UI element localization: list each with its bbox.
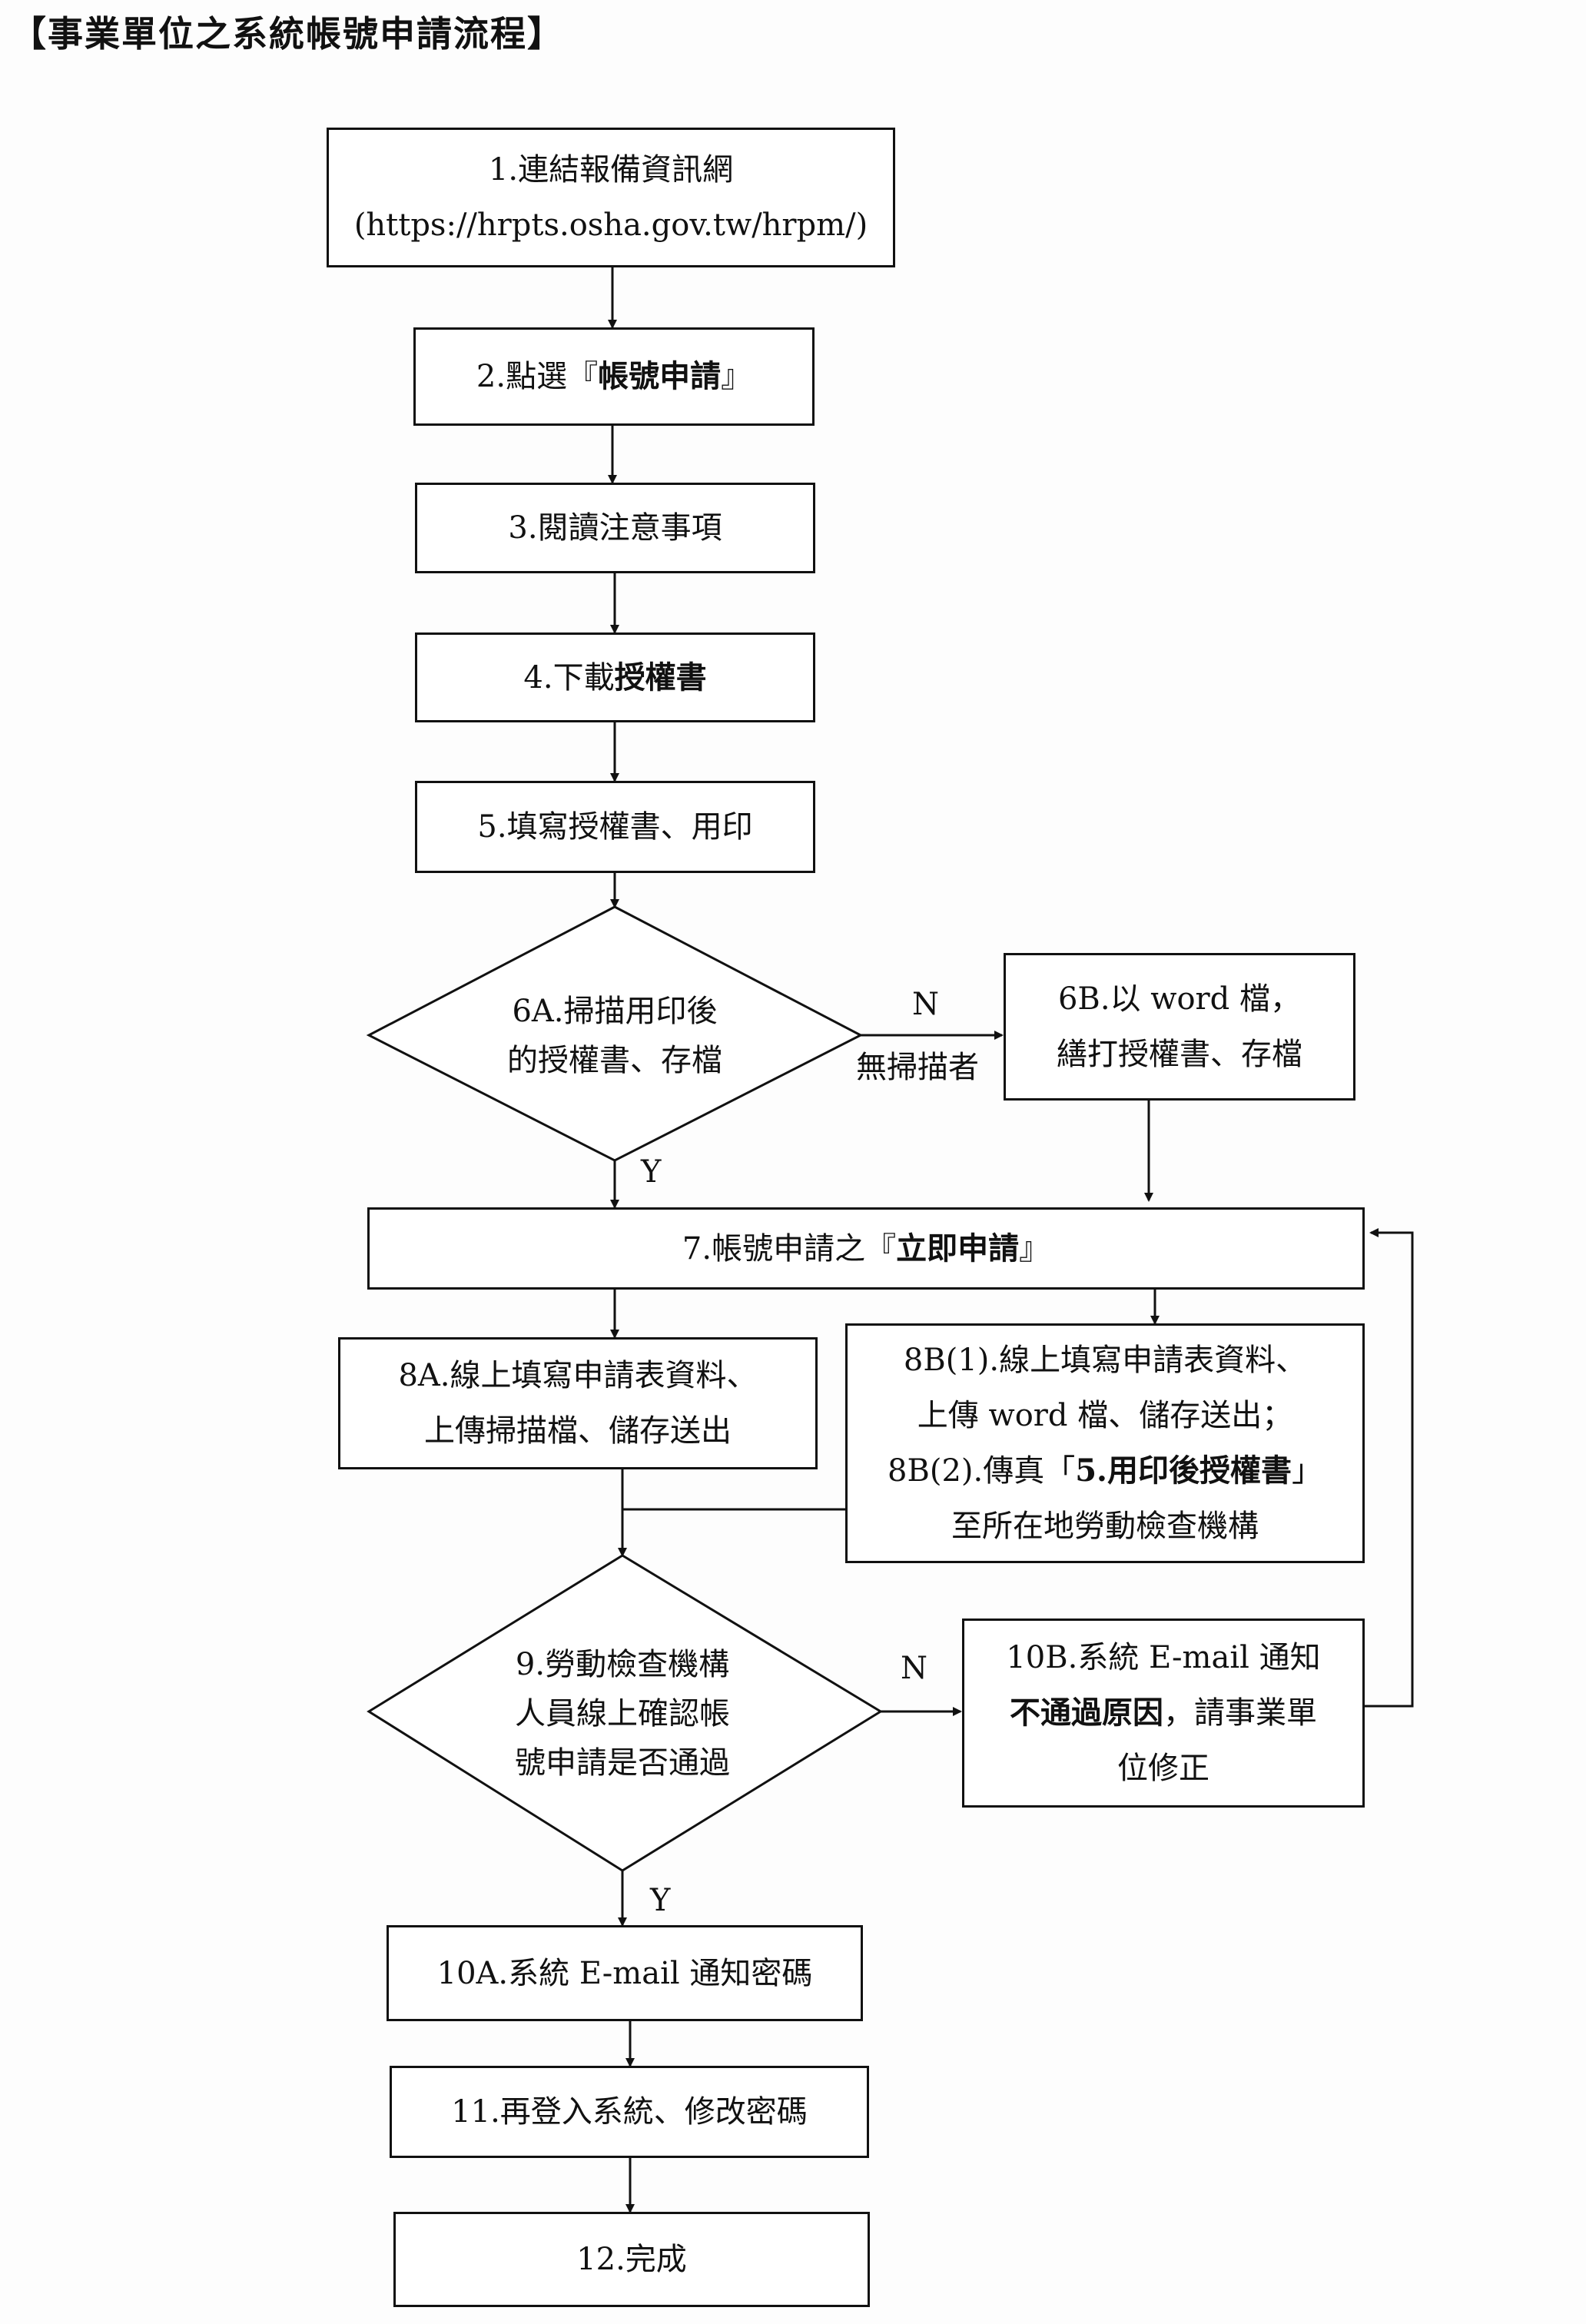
step-10a-text: 10A.系統 E-mail 通知密碼 <box>436 1955 813 1991</box>
step-1-url: (https://hrpts.osha.gov.tw/hrpm/) <box>353 208 868 243</box>
step-10b-line2: 不通過原因，請事業單 <box>1010 1685 1317 1741</box>
step-12-text: 12.完成 <box>576 2242 687 2277</box>
step-8a-line1: 8A.線上填寫申請表資料、 <box>398 1358 758 1393</box>
step-8b-line3-prefix: 8B(2).傳真「 <box>888 1453 1076 1489</box>
step-10b-line2-suffix: ，請事業單 <box>1163 1695 1317 1731</box>
step-8b-line2: 上傳 word 檔、儲存送出； <box>917 1398 1293 1433</box>
step-2-box: 2.點選『帳號申請』 <box>413 327 815 426</box>
step-6b-line1: 6B.以 word 檔， <box>1057 981 1302 1017</box>
step-3-box: 3.閱讀注意事項 <box>415 483 815 573</box>
step-8a-box: 8A.線上填寫申請表資料、 上傳掃描檔、儲存送出 <box>338 1337 818 1469</box>
step-5-text: 5.填寫授權書、用印 <box>477 809 753 845</box>
step-2-prefix: 2.點選『 <box>476 359 599 394</box>
edge-label-y1: Y <box>641 1154 662 1190</box>
decision-6a: 6A.掃描用印後 的授權書、存檔 <box>430 968 799 1103</box>
decision-9-line1: 9.勞動檢查機構 <box>515 1647 730 1682</box>
edge-label-no-scanner: 無掃描者 <box>856 1050 979 1085</box>
step-4-bold: 授權書 <box>614 659 707 696</box>
decision-6a-shape <box>366 905 864 1162</box>
step-3-text: 3.閱讀注意事項 <box>508 510 722 546</box>
step-10b-box: 10B.系統 E-mail 通知 不通過原因，請事業單 位修正 <box>962 1618 1365 1808</box>
step-6b-box: 6B.以 word 檔， 繕打授權書、存檔 <box>1004 953 1355 1101</box>
edge-label-n1: N <box>912 987 939 1022</box>
step-4-prefix: 4.下載 <box>523 659 615 696</box>
step-10b-line3: 位修正 <box>1117 1751 1209 1786</box>
step-8b-line4: 至所在地勞動檢查機構 <box>951 1509 1259 1544</box>
step-8b-line3-bold: 5.用印後授權書 <box>1075 1452 1292 1489</box>
step-7-prefix: 7.帳號申請之『 <box>682 1230 897 1267</box>
step-11-text: 11.再登入系統、修改密碼 <box>451 2094 808 2130</box>
page-title: 【事業單位之系統帳號申請流程】 <box>11 13 564 55</box>
arrow-10b-7 <box>1365 1228 1414 1708</box>
step-8a-line2: 上傳掃描檔、儲存送出 <box>424 1413 732 1449</box>
step-8b-box: 8B(1).線上填寫申請表資料、 上傳 word 檔、儲存送出； 8B(2).傳… <box>845 1323 1365 1563</box>
line-8a-8b-merge <box>621 1469 845 1511</box>
step-10b-line2-bold: 不通過原因 <box>1010 1695 1163 1731</box>
step-11-box: 11.再登入系統、修改密碼 <box>390 2066 869 2158</box>
step-5-box: 5.填寫授權書、用印 <box>415 781 815 873</box>
step-4-box: 4.下載授權書 <box>415 632 815 722</box>
step-7-suffix: 』 <box>1019 1230 1050 1267</box>
decision-9-line3: 號申請是否通過 <box>515 1745 730 1781</box>
decision-6a-line1: 6A.掃描用印後 <box>512 993 718 1029</box>
decision-6a-line2: 的授權書、存檔 <box>507 1042 722 1078</box>
step-10a-box: 10A.系統 E-mail 通知密碼 <box>387 1925 863 2021</box>
step-1-line1: 1.連結報備資訊網 <box>488 152 734 188</box>
step-8b-line3-suffix: 」 <box>1291 1453 1322 1489</box>
step-10b-line1: 10B.系統 E-mail 通知 <box>1006 1640 1321 1675</box>
edge-label-n2: N <box>901 1651 927 1686</box>
edge-label-y2: Y <box>650 1883 671 1918</box>
step-7-box: 7.帳號申請之『立即申請』 <box>367 1207 1365 1290</box>
step-8b-line1: 8B(1).線上填寫申請表資料、 <box>903 1343 1307 1378</box>
step-2-suffix: 』 <box>721 359 752 394</box>
decision-9: 9.勞動檢查機構 人員線上確認帳 號申請是否通過 <box>461 1637 784 1791</box>
step-2-bold: 帳號申請 <box>598 358 722 394</box>
step-8b-line3: 8B(2).傳真「5.用印後授權書」 <box>888 1443 1322 1499</box>
decision-9-line2: 人員線上確認帳 <box>515 1696 730 1731</box>
step-7-bold: 立即申請 <box>896 1230 1020 1267</box>
decision-9-shape <box>367 1554 883 1872</box>
step-12-box: 12.完成 <box>393 2212 870 2307</box>
step-6b-line2: 繕打授權書、存檔 <box>1057 1037 1302 1072</box>
step-1-box: 1.連結報備資訊網 (https://hrpts.osha.gov.tw/hrp… <box>327 128 895 267</box>
